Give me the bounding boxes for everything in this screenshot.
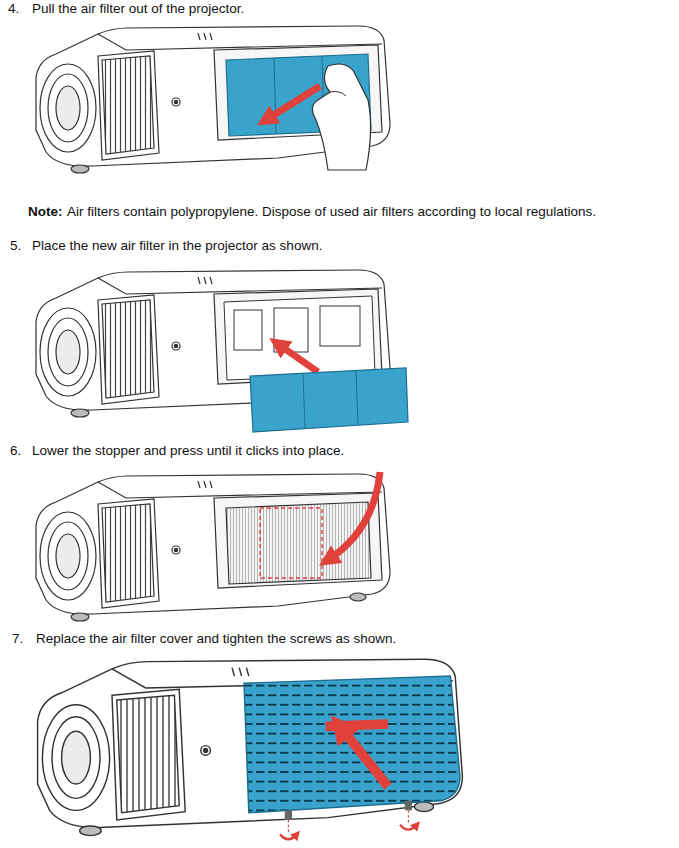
step6-illustration: [28, 468, 428, 628]
step-number: 7.: [12, 631, 23, 647]
step-text: Replace the air filter cover and tighten…: [36, 631, 396, 647]
note-label: Note:: [28, 204, 63, 220]
step-text: Lower the stopper and press until it cli…: [32, 443, 344, 459]
note-text: Air filters contain polypropylene. Dispo…: [67, 204, 596, 220]
step-number: 5.: [10, 238, 21, 254]
step-number: 6.: [10, 443, 21, 459]
step7-illustration: [28, 652, 488, 848]
step-text: Pull the air filter out of the projector…: [32, 1, 244, 17]
step4-illustration: [28, 20, 428, 180]
step5-illustration: [28, 264, 428, 439]
step-text: Place the new air filter in the projecto…: [32, 238, 322, 254]
step-number: 4.: [8, 1, 19, 17]
